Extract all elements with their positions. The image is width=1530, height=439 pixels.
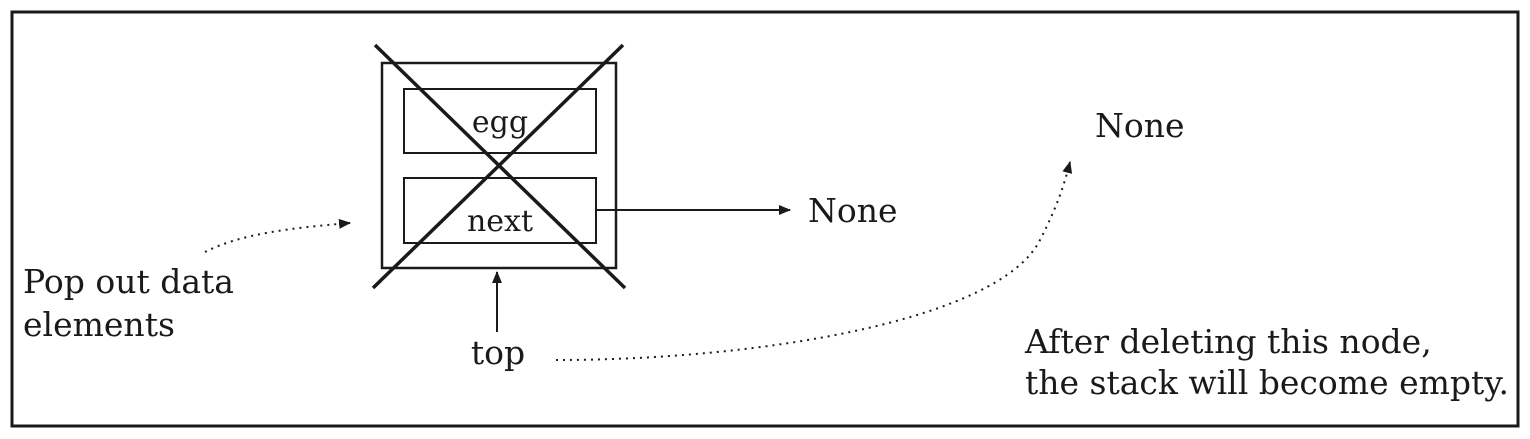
data-field-box <box>403 88 597 154</box>
node-outer-box <box>380 61 618 270</box>
top-to-none-dotted-arrow <box>555 161 1073 361</box>
delete-cross-line-2 <box>371 43 625 290</box>
stack-node: egg next <box>371 43 627 290</box>
pop-out-dotted-arrow <box>204 218 351 253</box>
pop-out-caption-line-2: elements <box>23 305 175 344</box>
empty-stack-caption-line-2: the stack will become empty. <box>1025 363 1509 402</box>
diagram-frame <box>10 10 1520 428</box>
empty-stack-caption-line-1: After deleting this node, <box>1024 322 1432 361</box>
new-top-label: None <box>1095 106 1185 145</box>
top-pointer-label: top <box>471 333 525 372</box>
data-field-label: egg <box>472 105 528 140</box>
pop-out-caption-line-1: Pop out data <box>23 262 234 301</box>
next-field-label: next <box>467 204 533 239</box>
next-target-label: None <box>808 191 898 230</box>
